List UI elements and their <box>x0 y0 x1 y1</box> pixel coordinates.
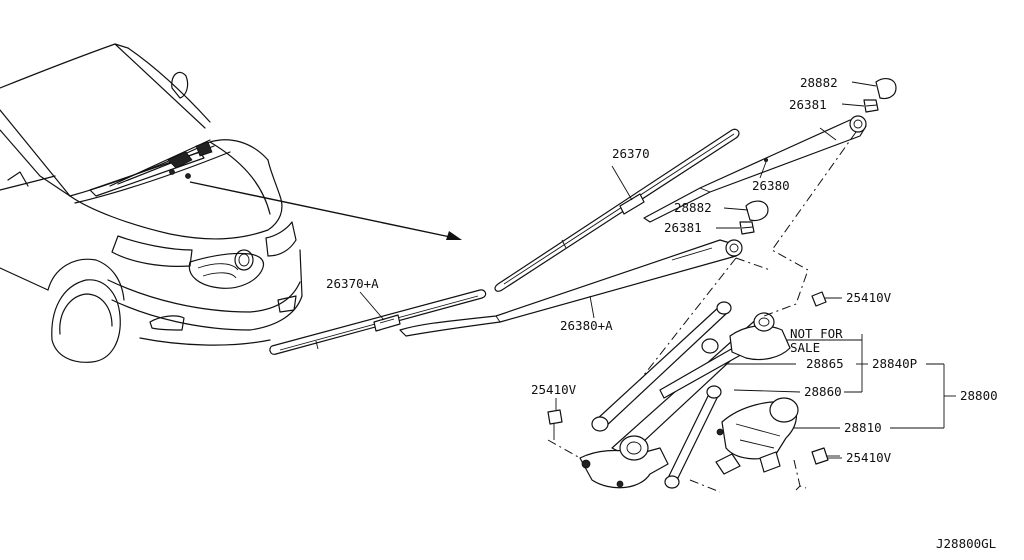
label-25410v-right2: 25410V <box>846 450 892 465</box>
wiper-arm-26380a <box>399 239 743 337</box>
pivot-cap-28882-mid <box>745 200 769 222</box>
pivot-cap-28882-top <box>875 78 897 100</box>
reference-lines <box>547 131 857 493</box>
bolt-25410v-left <box>547 409 563 440</box>
label-not-for-sale-2: SALE <box>790 340 820 355</box>
pivot-nut-26381-mid <box>739 221 755 235</box>
wiper-linkage <box>579 301 791 489</box>
pivot-nut-26381-top <box>863 99 879 113</box>
label-26381-mid: 26381 <box>664 220 702 235</box>
label-28882-mid: 28882 <box>674 200 712 215</box>
label-28800: 28800 <box>960 388 998 403</box>
label-25410v-right1: 25410V <box>846 290 892 305</box>
vehicle-front-icon <box>0 43 303 363</box>
label-26370: 26370 <box>612 146 650 161</box>
wiper-arm-26380 <box>643 115 867 223</box>
location-arrow-icon <box>189 181 462 240</box>
label-28860: 28860 <box>804 384 842 399</box>
part-labels: 28882 26381 26370 26380 28882 26381 2637… <box>326 75 998 551</box>
label-26380a: 26380+A <box>560 318 613 333</box>
diagram-code: J28800GL <box>936 536 996 551</box>
label-26381-top: 26381 <box>789 97 827 112</box>
label-28810: 28810 <box>844 420 882 435</box>
label-28840p: 28840P <box>872 356 917 371</box>
label-28865: 28865 <box>806 356 844 371</box>
wiper-blade-26370a <box>269 289 487 355</box>
bolt-25410v-right1 <box>811 291 840 307</box>
wiper-motor-28810 <box>715 397 799 475</box>
label-28882-top: 28882 <box>800 75 838 90</box>
label-not-for-sale-1: NOT FOR <box>790 326 843 341</box>
label-26370a: 26370+A <box>326 276 379 291</box>
label-25410v-left: 25410V <box>531 382 577 397</box>
leader-lines <box>359 81 956 459</box>
label-26380: 26380 <box>752 178 790 193</box>
wiper-blade-26370 <box>494 128 740 292</box>
bolt-25410v-right2 <box>811 447 840 465</box>
